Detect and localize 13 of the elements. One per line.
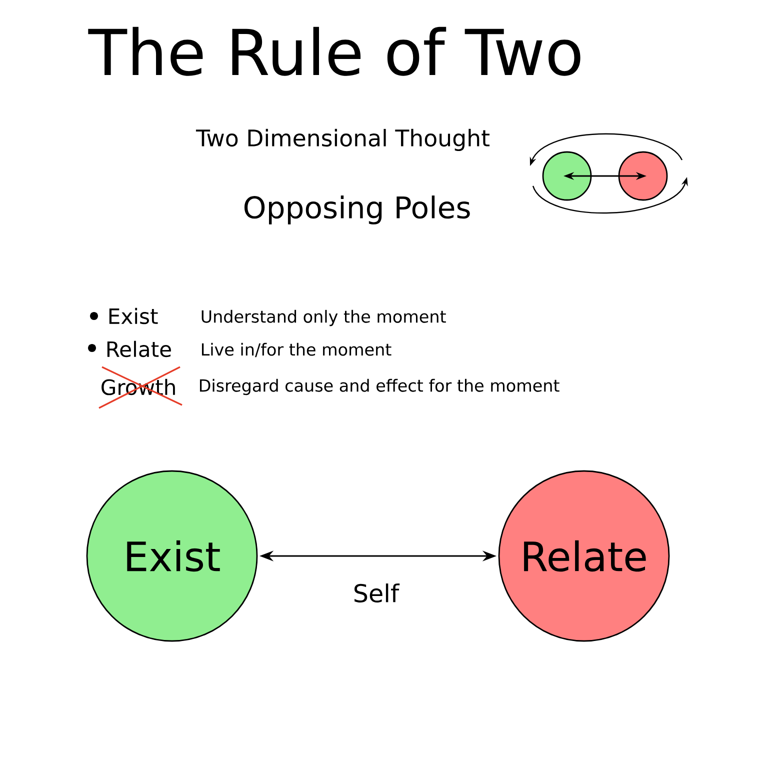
- title: The Rule of Two: [88, 26, 580, 76]
- circle: [618, 151, 668, 201]
- circle: [542, 151, 592, 201]
- list-description: Live in/for the moment: [202, 342, 392, 358]
- list-term: Relate: [107, 340, 171, 358]
- list-description: Disregard cause and effect for the moment: [200, 378, 560, 396]
- list-term: Exist: [109, 308, 158, 324]
- edge-label: Self: [354, 583, 400, 603]
- circle-node: Relate: [498, 470, 670, 642]
- subtitle: Two Dimensional Thought: [196, 128, 490, 152]
- circle-node: Exist: [86, 470, 258, 642]
- list-description: Understand only the moment: [202, 310, 446, 326]
- heading: Opposing Poles: [244, 196, 470, 224]
